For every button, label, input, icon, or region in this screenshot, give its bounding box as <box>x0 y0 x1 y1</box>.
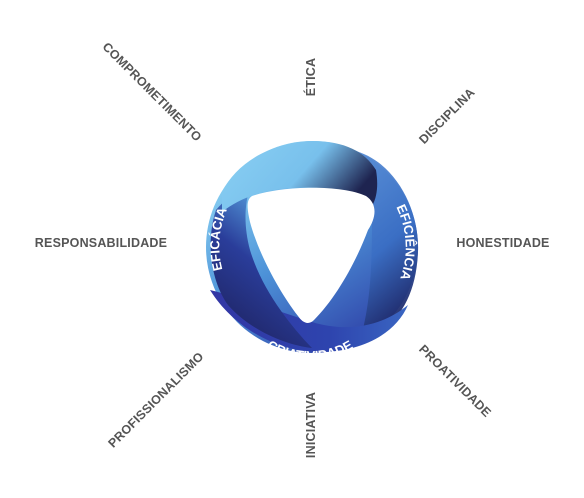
ring-segment-produtividade-band <box>222 141 378 212</box>
ring-segment-eficacia-band <box>210 188 312 348</box>
value-label-etica: ÉTICA <box>304 57 318 97</box>
value-label-iniciativa: INICIATIVA <box>304 391 318 459</box>
value-label-honestidade: HONESTIDADE <box>456 236 550 250</box>
ring-center <box>247 187 375 323</box>
ring-segment-eficiencia-band <box>352 150 419 340</box>
value-label-responsabilidade: RESPONSABILIDADE <box>34 236 168 250</box>
